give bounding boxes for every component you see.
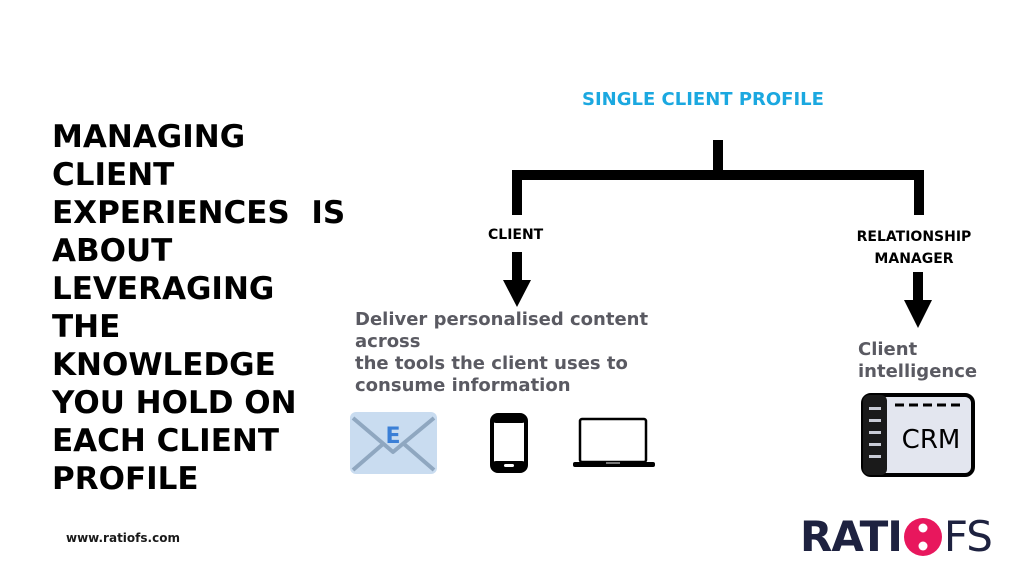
email-icon: E xyxy=(350,412,437,474)
client-label: CLIENT xyxy=(488,227,544,243)
headline: MANAGING CLIENT EXPERIENCES IS ABOUT LEV… xyxy=(52,118,392,498)
logo-text-left: RATI xyxy=(800,512,903,561)
headline-line: EACH CLIENT xyxy=(52,423,279,459)
description-line: consume information xyxy=(355,375,571,396)
website-link[interactable]: www.ratiofs.com xyxy=(66,531,180,545)
headline-line: THE xyxy=(52,309,121,345)
horizontal-bar xyxy=(512,170,924,180)
right-branch-down xyxy=(914,170,924,215)
root-stem xyxy=(713,140,723,176)
rm-label-line: MANAGER xyxy=(874,251,954,267)
headline-line: PROFILE xyxy=(52,461,199,497)
description-line: Deliver personalised content xyxy=(355,309,649,330)
rm-arrow-shaft xyxy=(913,272,923,302)
single-client-profile-title: SINGLE CLIENT PROFILE xyxy=(582,89,824,110)
description-line: across xyxy=(355,331,421,352)
client-arrow-head xyxy=(503,280,531,307)
description-line: the tools the client uses to xyxy=(355,353,628,374)
crm-icon: CRM xyxy=(861,393,975,477)
rm-description: Client intelligence xyxy=(858,339,977,383)
crm-label: CRM xyxy=(902,425,961,455)
description-line: intelligence xyxy=(858,361,978,382)
logo-text-right: FS xyxy=(943,512,993,561)
headline-line: ABOUT xyxy=(52,233,173,269)
client-description: Deliver personalised content across the … xyxy=(355,309,675,397)
headline-line: KNOWLEDGE xyxy=(52,347,276,383)
ratiofs-logo: RATI FS xyxy=(800,512,993,561)
headline-line: LEVERAGING xyxy=(52,271,275,307)
logo-o-mark-icon xyxy=(903,518,942,556)
headline-line: YOU HOLD ON xyxy=(52,385,297,421)
description-line: Client xyxy=(858,339,918,360)
left-branch-down xyxy=(512,170,522,215)
smartphone-icon xyxy=(490,413,528,473)
headline-line: MANAGING xyxy=(52,119,246,155)
relationship-manager-label: RELATIONSHIP MANAGER xyxy=(846,226,982,270)
headline-line: EXPERIENCES IS xyxy=(52,195,346,231)
headline-line: CLIENT xyxy=(52,157,175,193)
email-letter: E xyxy=(385,424,400,449)
rm-arrow-head xyxy=(904,300,932,328)
rm-label-line: RELATIONSHIP xyxy=(856,229,972,245)
client-arrow-shaft xyxy=(512,252,522,282)
laptop-icon xyxy=(573,417,655,467)
